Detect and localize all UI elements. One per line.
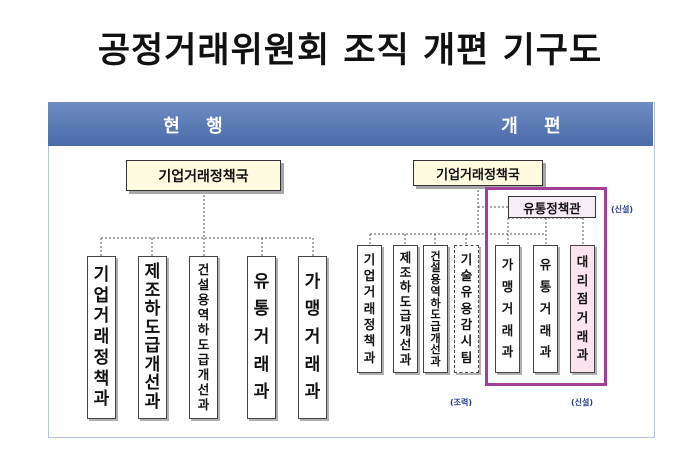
reformed-bureau-box: 기업거래정책국 (413, 160, 543, 186)
header-reformed: 개 편 (501, 116, 571, 137)
note-reorganized: (조력) (450, 398, 473, 407)
current-bureau-box: 기업거래정책국 (126, 160, 281, 191)
highlight-frame (485, 187, 607, 386)
header-bar: 현 행 개 편 (48, 102, 653, 146)
note-new-division: (신설) (571, 398, 594, 407)
officer-box: 유통정책관 (508, 196, 596, 218)
page-title: 공정거래위원회 조직 개편 기구도 (97, 31, 603, 71)
header-current: 현 행 (163, 116, 233, 137)
note-new-officer: (신설) (611, 205, 634, 214)
